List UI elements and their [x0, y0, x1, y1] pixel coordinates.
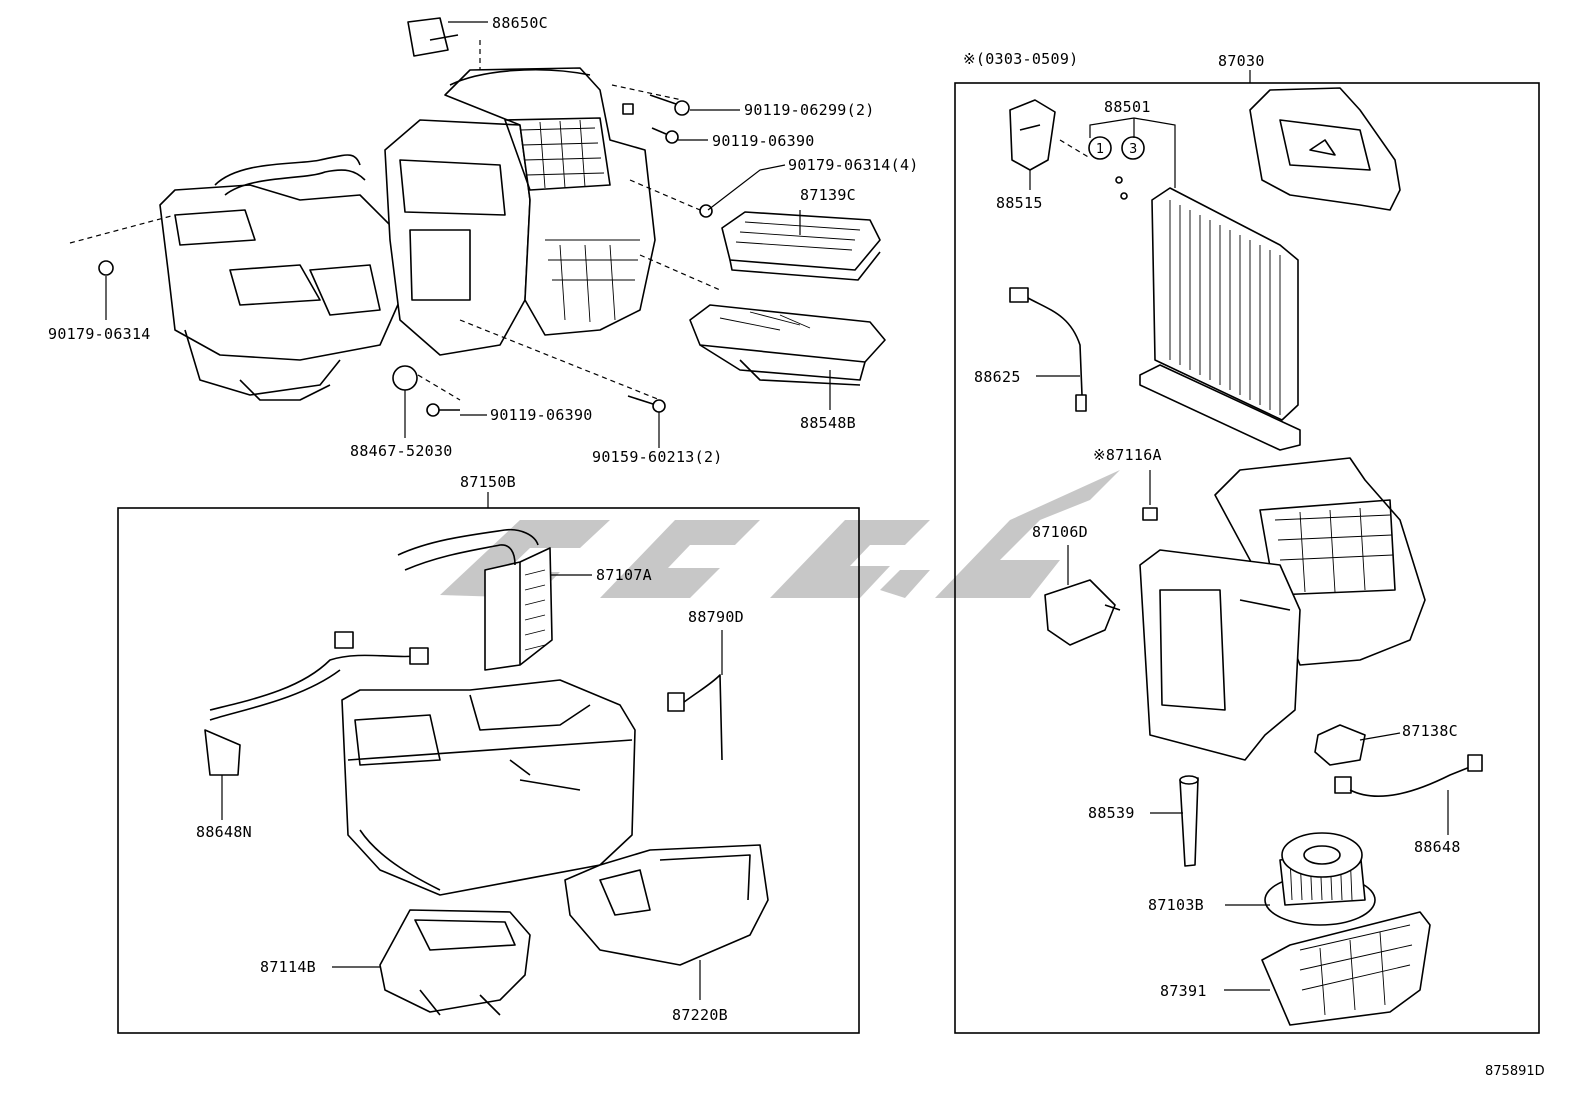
label-87391: 87391: [1160, 982, 1207, 1000]
circle-label-3: 3: [1129, 142, 1137, 157]
label-90159-60213: 90159-60213(2): [592, 448, 723, 466]
blower-motor-87103b: [1264, 832, 1376, 926]
label-87150b: 87150B: [460, 473, 516, 491]
label-87114b: 87114B: [260, 958, 316, 976]
o-rings-88501: [1059, 136, 1145, 200]
label-87220b: 87220B: [672, 1006, 728, 1024]
label-88650c: 88650C: [492, 14, 548, 32]
label-87106d: 87106D: [1032, 523, 1088, 541]
label-87030: 87030: [1218, 52, 1265, 70]
label-88625: 88625: [974, 368, 1021, 386]
heater-case: [341, 679, 636, 896]
label-87138c: 87138C: [1402, 722, 1458, 740]
label-88501: 88501: [1104, 98, 1151, 116]
thermistor-88625: [1009, 287, 1087, 412]
label-88548b: 88548B: [800, 414, 856, 432]
filter-87139c: [721, 211, 881, 281]
leader-lines-heater: [221, 492, 723, 1000]
watermark-logo: [440, 470, 1120, 598]
label-87116a: ※87116A: [1093, 446, 1162, 464]
leader-lines-top: [105, 21, 831, 448]
heater-cooler-assembly: [159, 17, 656, 401]
label-88539: 88539: [1088, 804, 1135, 822]
wire-harness-88648n: [204, 631, 429, 776]
top-case-87030: [1249, 87, 1401, 211]
label-90119-06390-a: 90119-06390: [712, 132, 815, 150]
label-88790d: 88790D: [688, 608, 744, 626]
label-87107a: 87107A: [596, 566, 652, 584]
label-90119-06390-b: 90119-06390: [490, 406, 593, 424]
label-88467-52030: 88467-52030: [350, 442, 453, 460]
guide-lines-top: [69, 40, 721, 401]
lower-case-87391: [1261, 911, 1431, 1026]
servo-87106d: [1044, 579, 1121, 646]
wire-88648: [1334, 754, 1483, 797]
label-87139c: 87139C: [800, 186, 856, 204]
label-90119-06299: 90119-06299(2): [744, 101, 875, 119]
resistor-87138c: [1314, 724, 1366, 766]
tube-88539: [1179, 775, 1199, 867]
filter-case-88548b: [689, 304, 886, 386]
cooling-case: [1139, 457, 1426, 761]
sensor-88515: [1009, 99, 1056, 171]
heater-core-87107a: [397, 528, 553, 671]
label-88648n: 88648N: [196, 823, 252, 841]
sensor-88790d: [667, 674, 723, 761]
evaporator-88501: [1139, 187, 1301, 451]
clip-87116a: [1142, 507, 1158, 521]
cooling-group-box: [954, 82, 1540, 1034]
label-90179-06314: 90179-06314: [48, 325, 151, 343]
duct-87114b: [379, 909, 531, 1016]
label-88648: 88648: [1414, 838, 1461, 856]
leader-lines-cooling: [1029, 70, 1449, 991]
label-87103b: 87103B: [1148, 896, 1204, 914]
label-90179-06314-4: 90179-06314(4): [788, 156, 919, 174]
diagram-id: 875891D: [1485, 1064, 1545, 1079]
label-88515: 88515: [996, 194, 1043, 212]
part-labels: 88650C 90119-06299(2) 90119-06390 90179-…: [48, 14, 1545, 1079]
label-note-range: ※(0303-0509): [963, 50, 1079, 68]
duct-87220b: [564, 844, 769, 966]
circle-label-1: 1: [1096, 142, 1104, 157]
